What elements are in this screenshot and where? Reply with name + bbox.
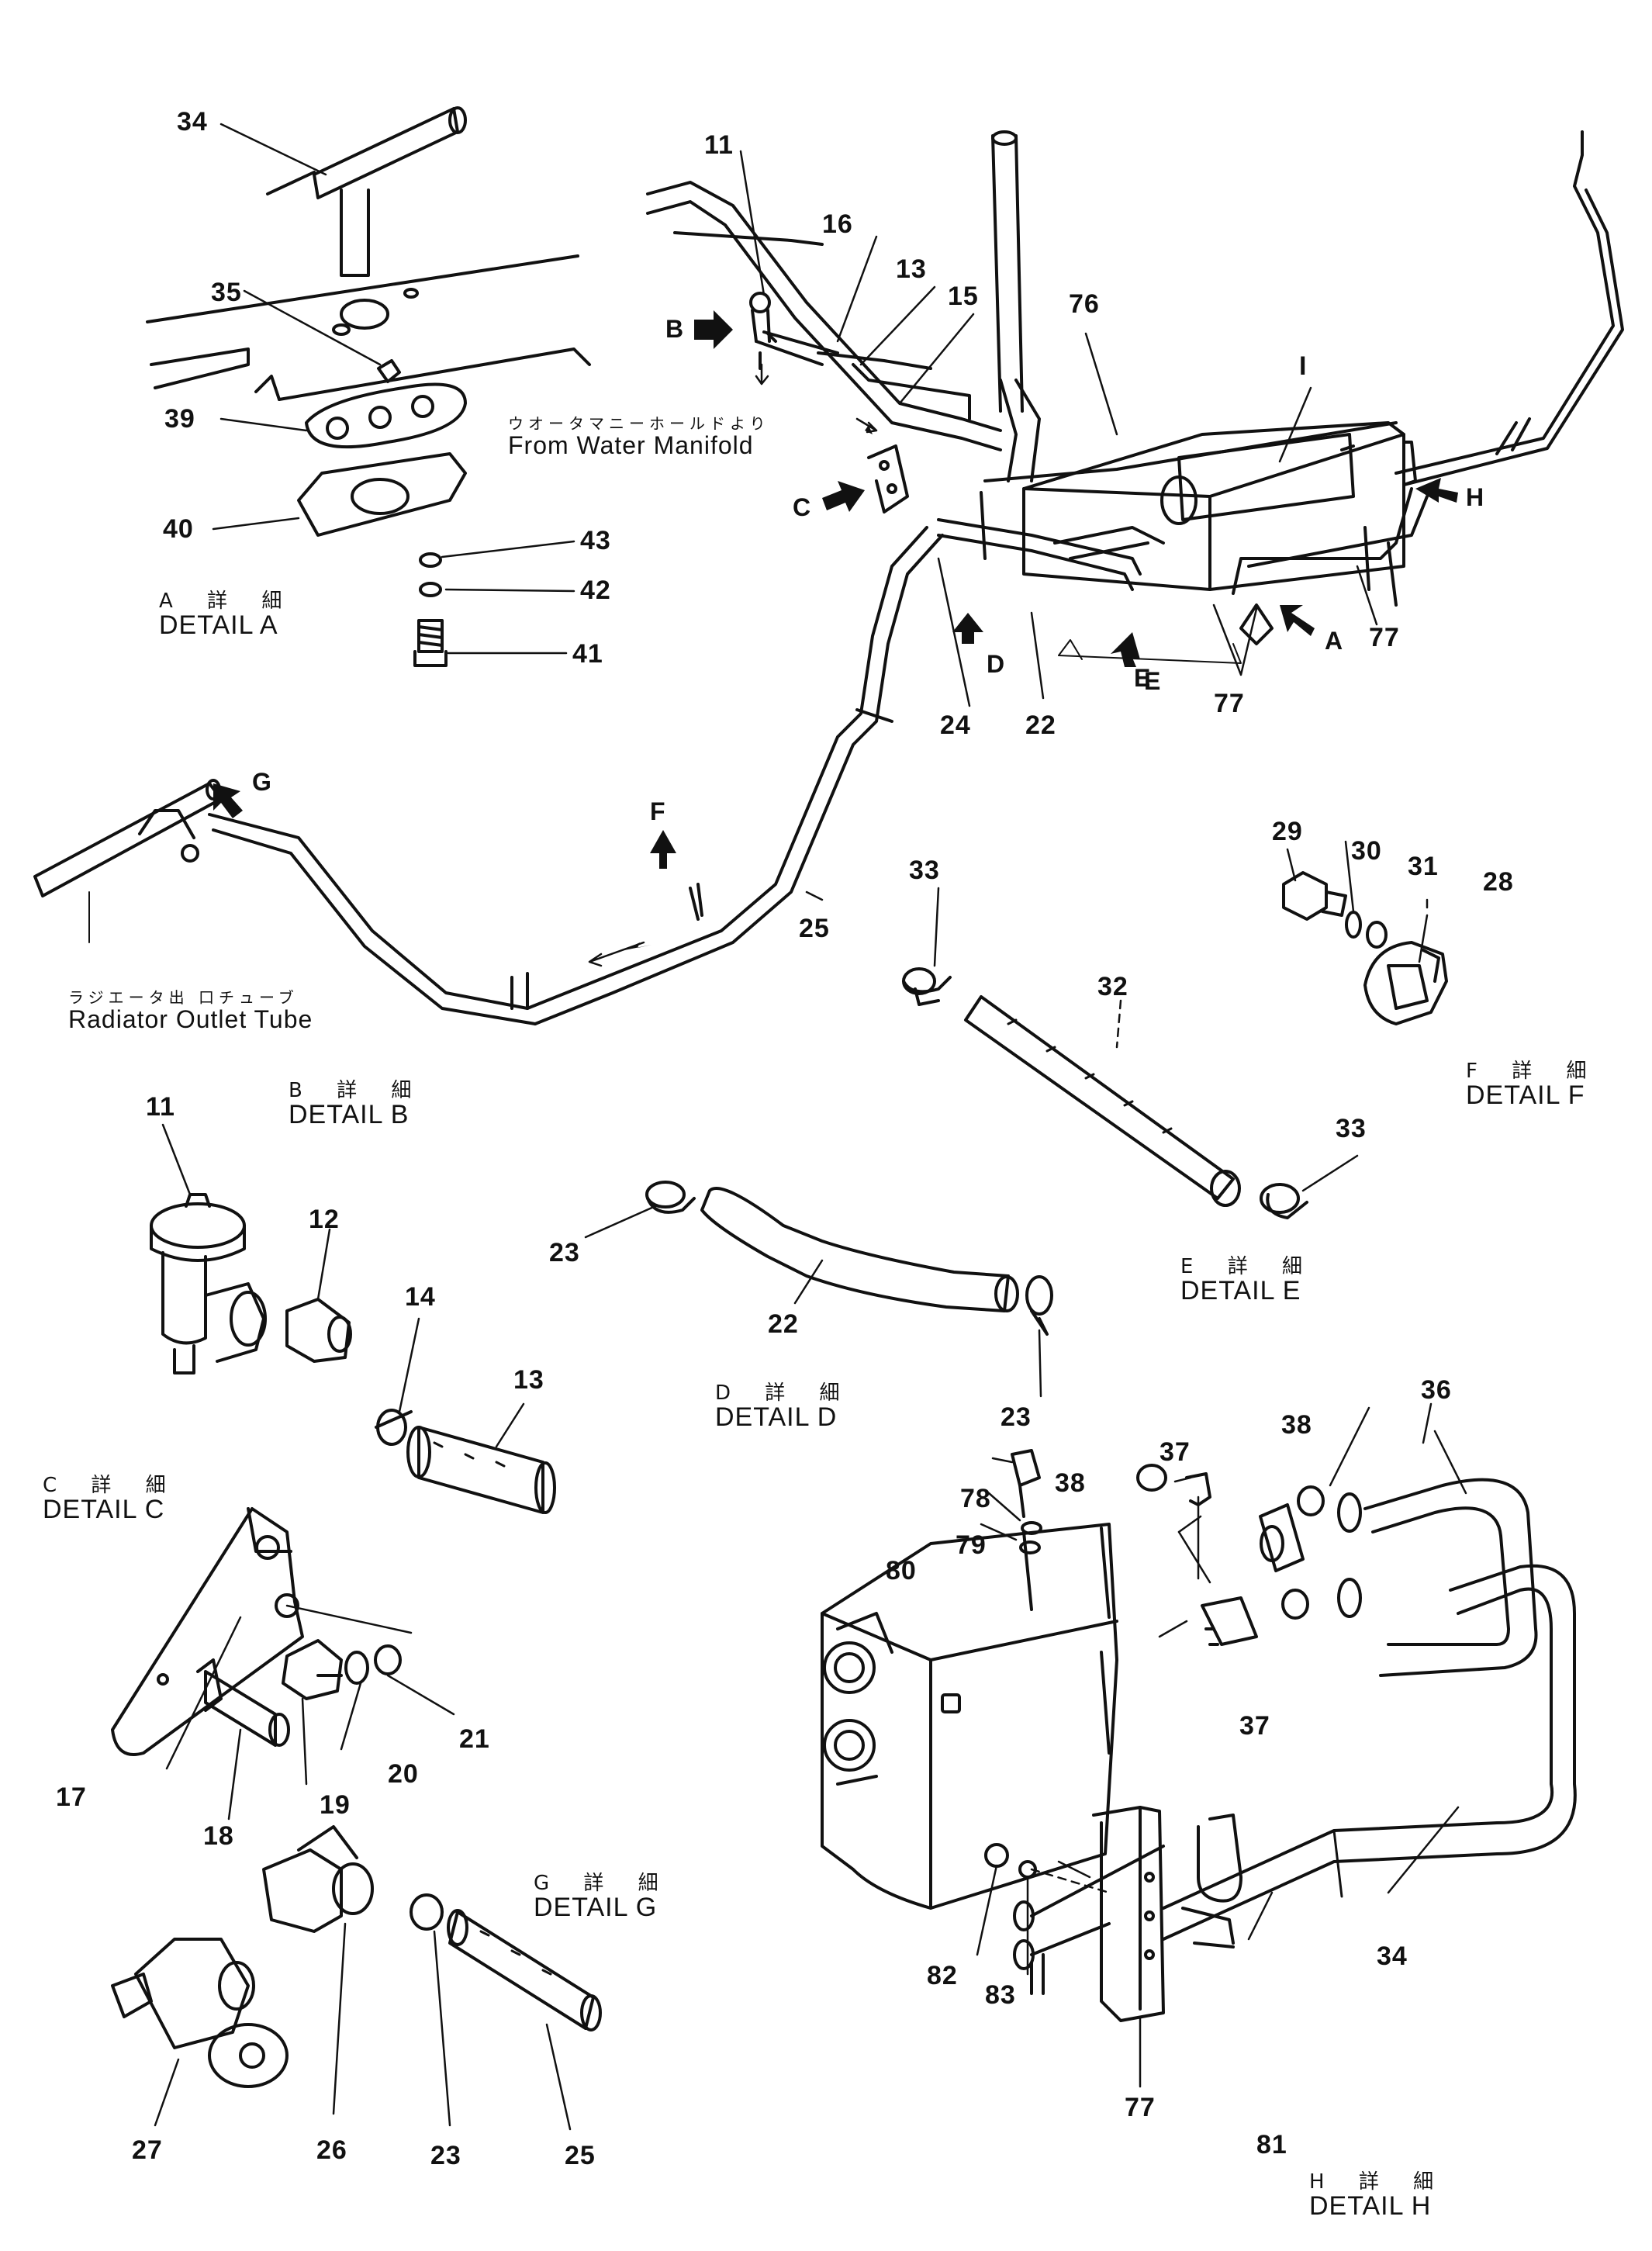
view-letter: H (1466, 483, 1484, 511)
detail-h-assembly (821, 1449, 1577, 2022)
part-number: 18 (203, 1821, 234, 1851)
part-number: 30 (1351, 836, 1382, 866)
arrow-h (1415, 478, 1458, 503)
part-number: 25 (799, 914, 830, 943)
arrow-f (650, 830, 676, 869)
part-number: 36 (1421, 1375, 1452, 1405)
part-number: 42 (580, 576, 611, 605)
part-number: 43 (580, 526, 611, 555)
part-number: 14 (405, 1282, 436, 1312)
arrow-g (213, 783, 243, 818)
water-manifold-callout: ウオータマニーホールドより From Water Manifold (508, 414, 770, 459)
part-number: 27 (132, 2135, 163, 2165)
leader-lines-main (739, 150, 1378, 901)
view-letter: G (252, 768, 271, 796)
view-arrows (213, 310, 1458, 950)
detail-g-assembly (111, 1825, 602, 2088)
part-number: 37 (1160, 1437, 1191, 1467)
arrow-c (822, 481, 865, 512)
part-number: 16 (822, 209, 853, 239)
part-number: 23 (430, 2141, 461, 2170)
part-number: 11 (704, 130, 734, 160)
part-number: 25 (565, 2141, 596, 2170)
part-number: 77 (1214, 689, 1245, 718)
detail-e-assembly (902, 967, 1308, 1219)
part-number: 19 (320, 1790, 351, 1820)
part-number: 82 (927, 1961, 958, 1990)
part-number: 13 (513, 1365, 544, 1395)
radiator-outlet-callout: ラジエータ出 口チューブ Radiator Outlet Tube (68, 988, 313, 1033)
part-number: 79 (956, 1530, 987, 1560)
part-number: 34 (177, 107, 208, 137)
part-number: 38 (1281, 1410, 1312, 1440)
part-number: 29 (1272, 817, 1303, 846)
part-number: 22 (1025, 711, 1056, 740)
part-number: 83 (985, 1980, 1016, 2010)
view-letter: C (793, 493, 811, 521)
arrow-d (952, 613, 983, 644)
part-number: 15 (948, 282, 979, 311)
part-number: 23 (549, 1238, 580, 1267)
arrow-flow2 (624, 942, 651, 950)
part-number: 77 (1125, 2093, 1156, 2122)
detail-c-assembly (111, 1507, 402, 1756)
view-letter: A (1325, 627, 1343, 655)
part-number: 34 (1377, 1942, 1408, 1971)
part-number: 38 (1055, 1468, 1086, 1498)
detail-d-assembly (645, 1181, 1053, 1336)
leader-lines-a (212, 123, 575, 655)
view-letter: B (665, 315, 684, 343)
part-number: 20 (388, 1759, 419, 1789)
detail-b-assembly (150, 1193, 556, 1514)
part-number: 22 (768, 1309, 799, 1339)
part-number: 80 (886, 1556, 917, 1585)
arrow-b (694, 310, 733, 349)
part-number: I (1299, 351, 1308, 381)
arrow-e (1111, 632, 1140, 667)
part-number: 76 (1069, 289, 1100, 319)
part-number: 11 (146, 1092, 175, 1122)
view-letter: D (987, 650, 1005, 678)
part-number: 17 (56, 1782, 87, 1812)
part-number: 81 (1256, 2130, 1287, 2159)
part-number: 33 (1336, 1114, 1367, 1143)
part-number: 40 (163, 514, 194, 544)
detail-a-assembly (146, 106, 591, 667)
part-number: 37 (1239, 1711, 1270, 1741)
view-letter: F (650, 797, 665, 825)
arrow-a (1280, 605, 1315, 636)
part-number: 12 (309, 1205, 340, 1234)
main-assembly (33, 130, 1624, 1025)
part-number: 26 (316, 2135, 347, 2165)
part-number: 21 (459, 1724, 490, 1754)
part-number: 32 (1097, 972, 1128, 1001)
view-letter: E (1134, 664, 1151, 692)
part-number: 78 (960, 1484, 991, 1513)
part-number: 77 (1369, 623, 1400, 652)
part-number: 35 (211, 278, 242, 307)
part-number: 24 (940, 711, 971, 740)
part-number: 41 (572, 639, 603, 669)
part-number: 28 (1483, 867, 1514, 897)
part-number: 13 (896, 254, 927, 284)
part-number: 33 (909, 856, 940, 885)
part-number: 39 (164, 404, 195, 434)
part-number: 31 (1408, 852, 1439, 881)
part-number: 23 (1001, 1402, 1032, 1432)
view-letter: E (1144, 667, 1161, 695)
